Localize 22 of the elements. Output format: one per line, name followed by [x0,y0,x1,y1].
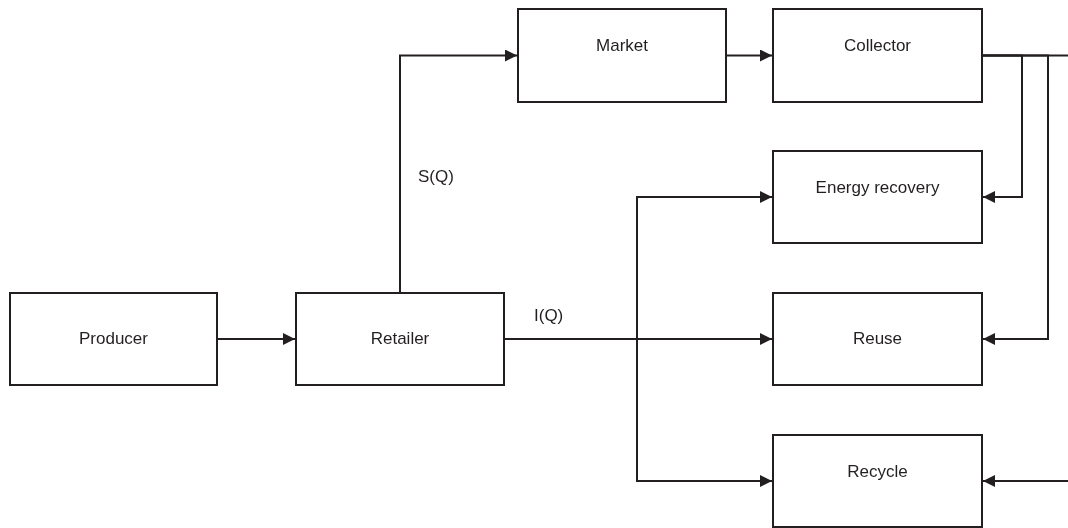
node-label: Producer [79,329,148,349]
process-box [295,292,505,386]
node-label: Retailer [370,329,430,349]
arrow [217,333,296,345]
process-box [9,292,218,386]
process-box [772,150,983,244]
arrow [982,475,1068,487]
arrow [982,54,1049,345]
process-box [772,8,983,103]
arrow [399,49,518,293]
edge-label: I(Q) [532,306,566,326]
node-label: Energy recovery [815,178,940,198]
node-label: Collector [843,36,912,56]
process-box [772,434,983,528]
process-box [772,292,983,386]
node-label: Market [596,36,648,56]
arrow [726,49,773,62]
edge-label: S(Q) [416,167,456,187]
node-label: Reuse [852,329,903,349]
process-box [517,8,727,103]
node-label: Recycle [847,462,908,482]
arrow [982,54,1023,203]
